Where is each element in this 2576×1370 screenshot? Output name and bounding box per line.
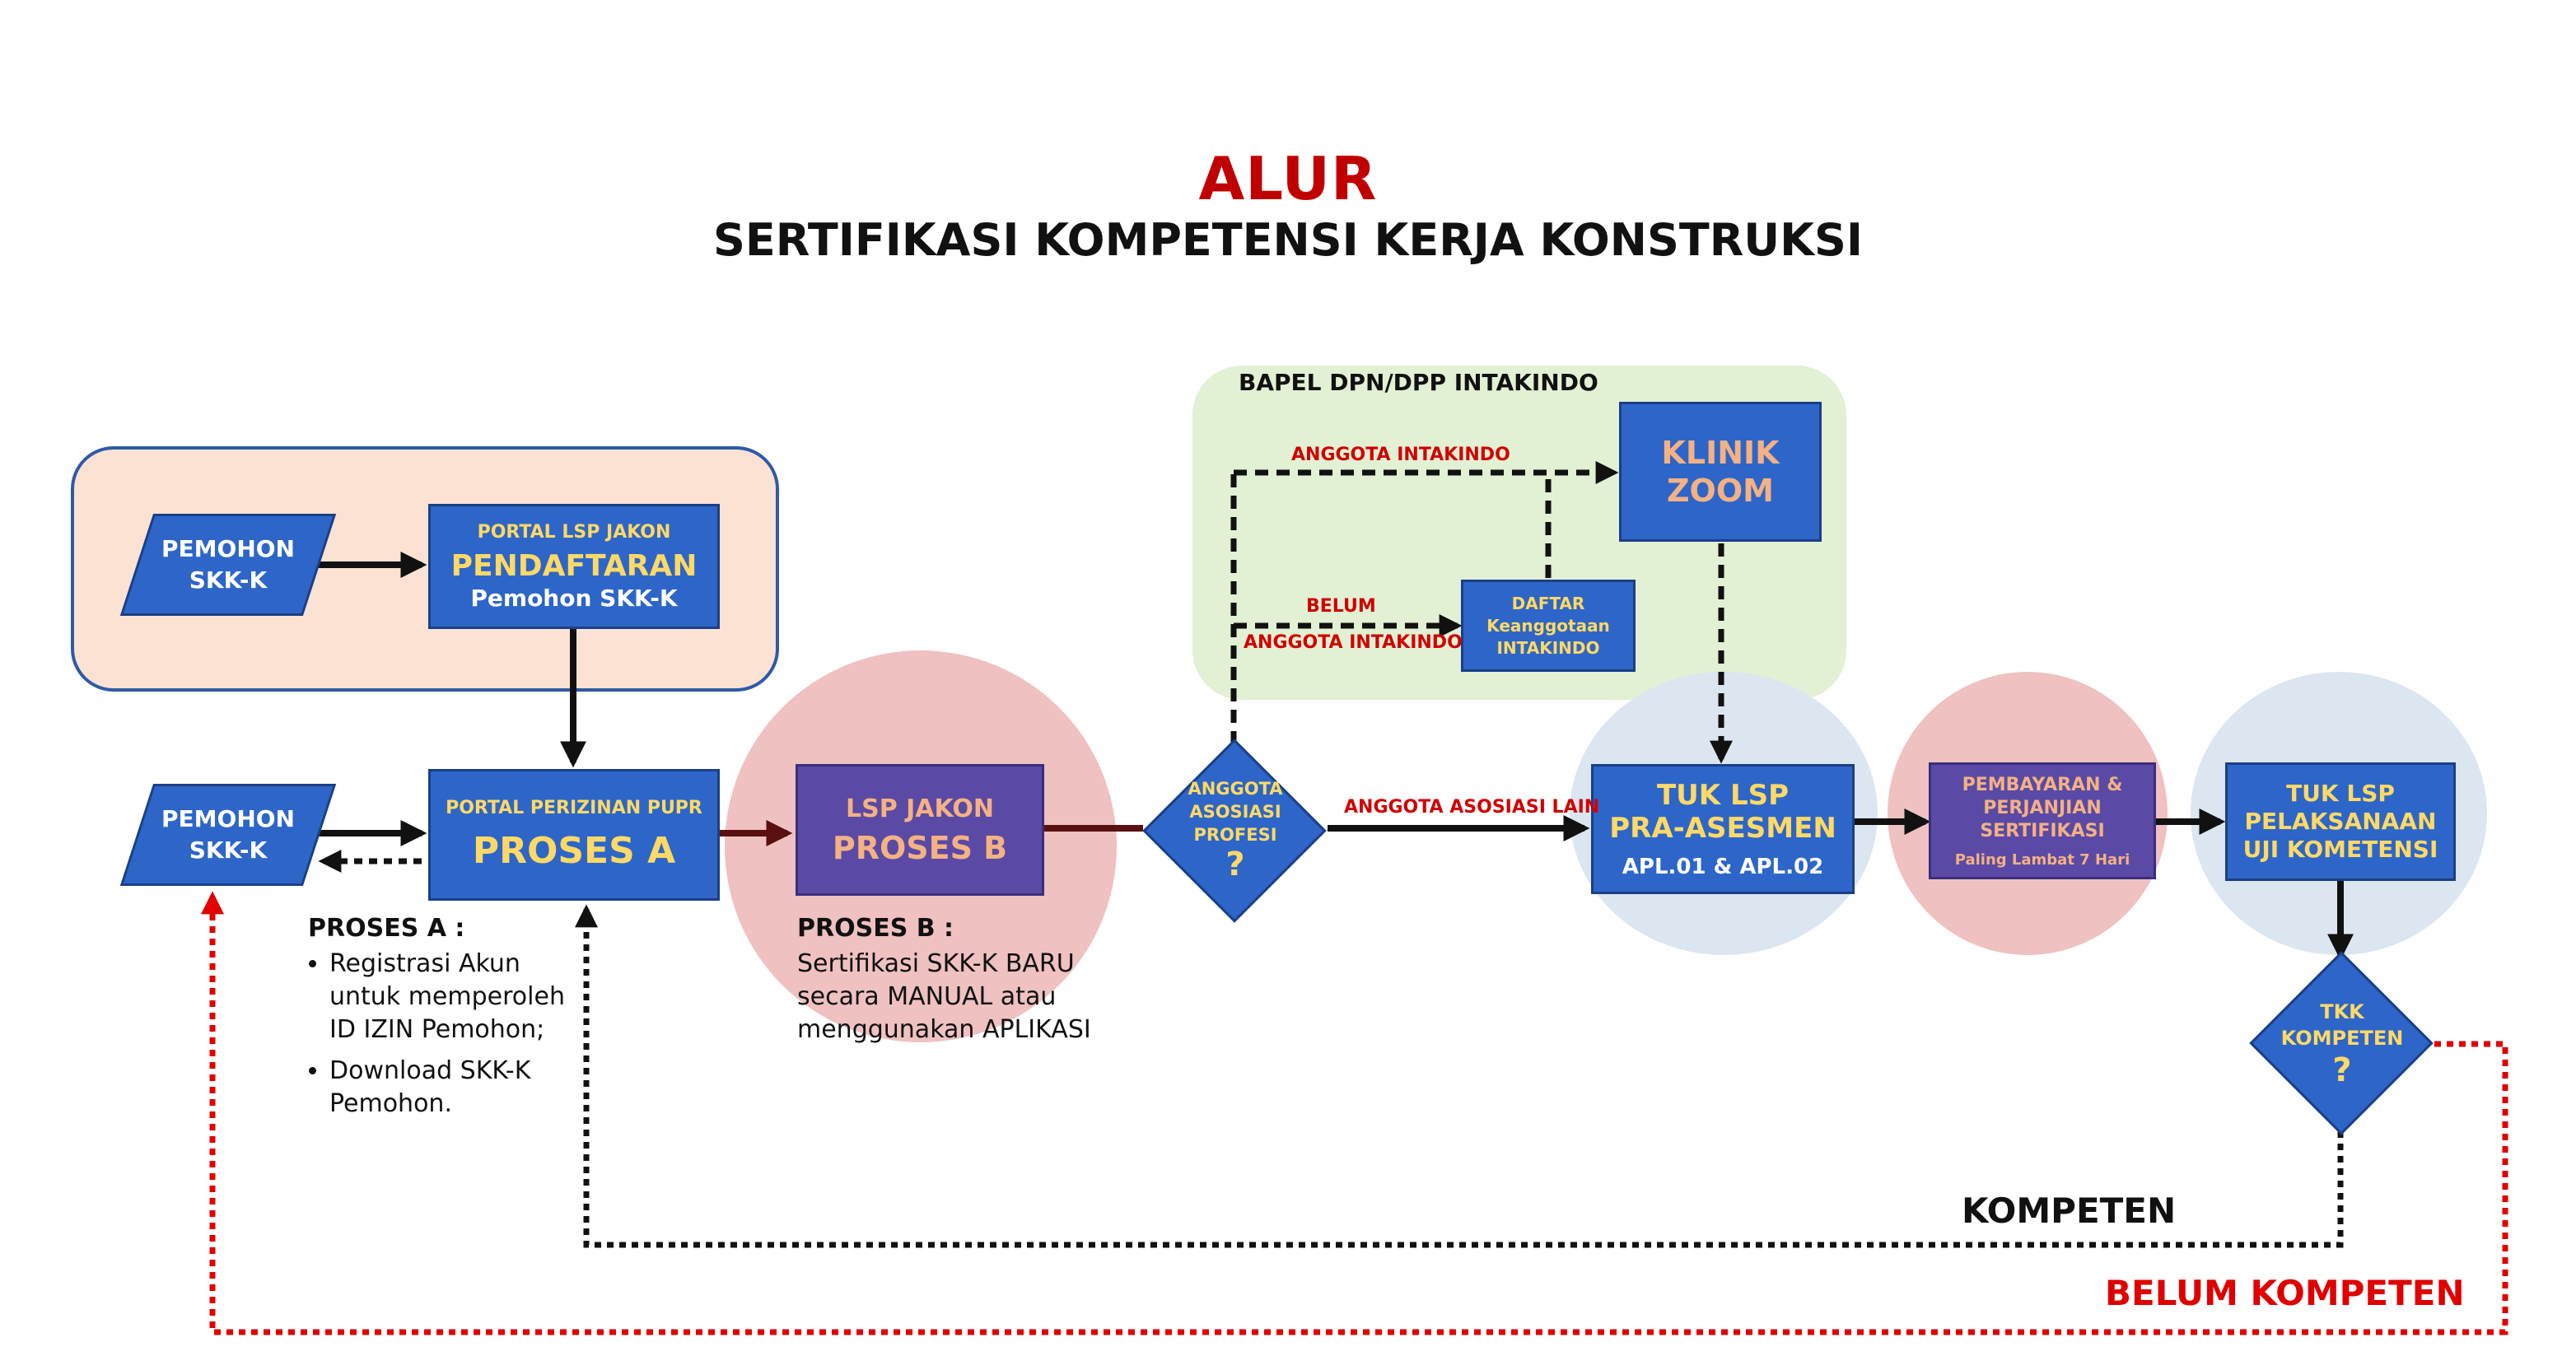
- label-belum-kompeten: BELUM KOMPETEN: [2105, 1273, 2465, 1313]
- edge-belum-kompeten-loop: [201, 891, 2508, 1335]
- proses-a-note-item: Download SKK-K Pemohon.: [329, 1055, 588, 1121]
- pembayaran-box: PEMBAYARAN & PERJANJIAN SERTIFIKASI Pali…: [1929, 762, 2156, 879]
- pemohon-top-label: PEMOHON SKK-K: [161, 535, 295, 594]
- proses-b-notes-text: Sertifikasi SKK-K BARU secara MANUAL ata…: [797, 949, 1091, 1044]
- proses-a-big-label: PROSES A: [472, 830, 676, 872]
- proses-a-note-item: Registrasi Akun untuk memperoleh ID IZIN…: [329, 948, 588, 1046]
- label-kompeten: KOMPETEN: [1962, 1191, 2177, 1231]
- daftar-keanggotaan-label: DAFTAR Keanggotaan INTAKINDO: [1486, 593, 1610, 658]
- proses-b-small-label: LSP JAKON: [845, 794, 995, 823]
- proses-b-big-label: PROSES B: [832, 829, 1008, 866]
- pembayaran-title: PEMBAYARAN & PERJANJIAN SERTIFIKASI: [1962, 774, 2123, 841]
- anggota-asosiasi-text: ANGGOTA ASOSIASI PROFESI ?: [1145, 748, 1326, 912]
- pemohon-bottom-label: PEMOHON SKK-K: [161, 805, 295, 864]
- pendaftaran-small-label: PORTAL LSP JAKON: [477, 521, 671, 543]
- anggota-asosiasi-label: ANGGOTA ASOSIASI PROFESI: [1188, 779, 1283, 845]
- proses-a-small-label: PORTAL PERIZINAN PUPR: [446, 798, 702, 818]
- proses-b-notes: PROSES B : Sertifikasi SKK-K BARU secara…: [797, 914, 1110, 1046]
- tuk-pra-asesmen-line: APL.01 & APL.02: [1622, 855, 1824, 879]
- proses-a-box: PORTAL PERIZINAN PUPR PROSES A: [428, 769, 720, 901]
- pendaftaran-big-label: PENDAFTARAN: [450, 548, 698, 583]
- tuk-pra-asesmen-title: TUK LSP PRA-ASESMEN: [1609, 779, 1836, 845]
- proses-a-notes-list: Registrasi Akun untuk memperoleh ID IZIN…: [308, 948, 588, 1121]
- bapel-intakindo-title: BAPEL DPN/DPP INTAKINDO: [1239, 369, 1598, 396]
- label-belum-anggota-intakindo: ANGGOTA INTAKINDO: [1244, 632, 1463, 653]
- tuk-pra-asesmen-box: TUK LSP PRA-ASESMEN APL.01 & APL.02: [1591, 764, 1855, 894]
- label-anggota-intakindo: ANGGOTA INTAKINDO: [1291, 445, 1510, 465]
- page-title: ALUR: [1198, 144, 1378, 213]
- page-subtitle: SERTIFIKASI KOMPETENSI KERJA KONSTRUKSI: [713, 214, 1863, 266]
- proses-b-notes-title: PROSES B :: [797, 914, 954, 943]
- label-anggota-asosiasi-lain: ANGGOTA ASOSIASI LAIN: [1344, 797, 1600, 818]
- tkk-kompeten-label: TKK KOMPETEN: [2280, 1000, 2404, 1050]
- pendaftaran-box: PORTAL LSP JAKON PENDAFTARAN Pemohon SKK…: [428, 504, 720, 629]
- daftar-keanggotaan-box: DAFTAR Keanggotaan INTAKINDO: [1461, 580, 1636, 672]
- tkk-kompeten-question: ?: [2332, 1051, 2352, 1089]
- pendaftaran-line-label: Pemohon SKK-K: [470, 584, 678, 612]
- anggota-asosiasi-question: ?: [1225, 846, 1245, 883]
- pembayaran-line: Paling Lambat 7 Hari: [1954, 850, 2130, 869]
- tuk-uji-kompetensi-box: TUK LSP PELAKSANAAN UJI KOMETENSI: [2225, 762, 2456, 881]
- proses-b-box: LSP JAKON PROSES B: [796, 764, 1044, 896]
- edge-kompeten-loop: [575, 904, 2344, 1248]
- klinik-zoom-box: KLINIK ZOOM: [1619, 402, 1822, 542]
- proses-a-notes: PROSES A : Registrasi Akun untuk mempero…: [308, 914, 588, 1129]
- label-belum: BELUM: [1306, 596, 1376, 617]
- klinik-zoom-label: KLINIK ZOOM: [1661, 435, 1780, 509]
- proses-a-notes-title: PROSES A :: [308, 914, 465, 943]
- tkk-kompeten-text: TKK KOMPETEN ?: [2252, 960, 2433, 1128]
- tuk-uji-kompetensi-label: TUK LSP PELAKSANAAN UJI KOMETENSI: [2242, 780, 2438, 863]
